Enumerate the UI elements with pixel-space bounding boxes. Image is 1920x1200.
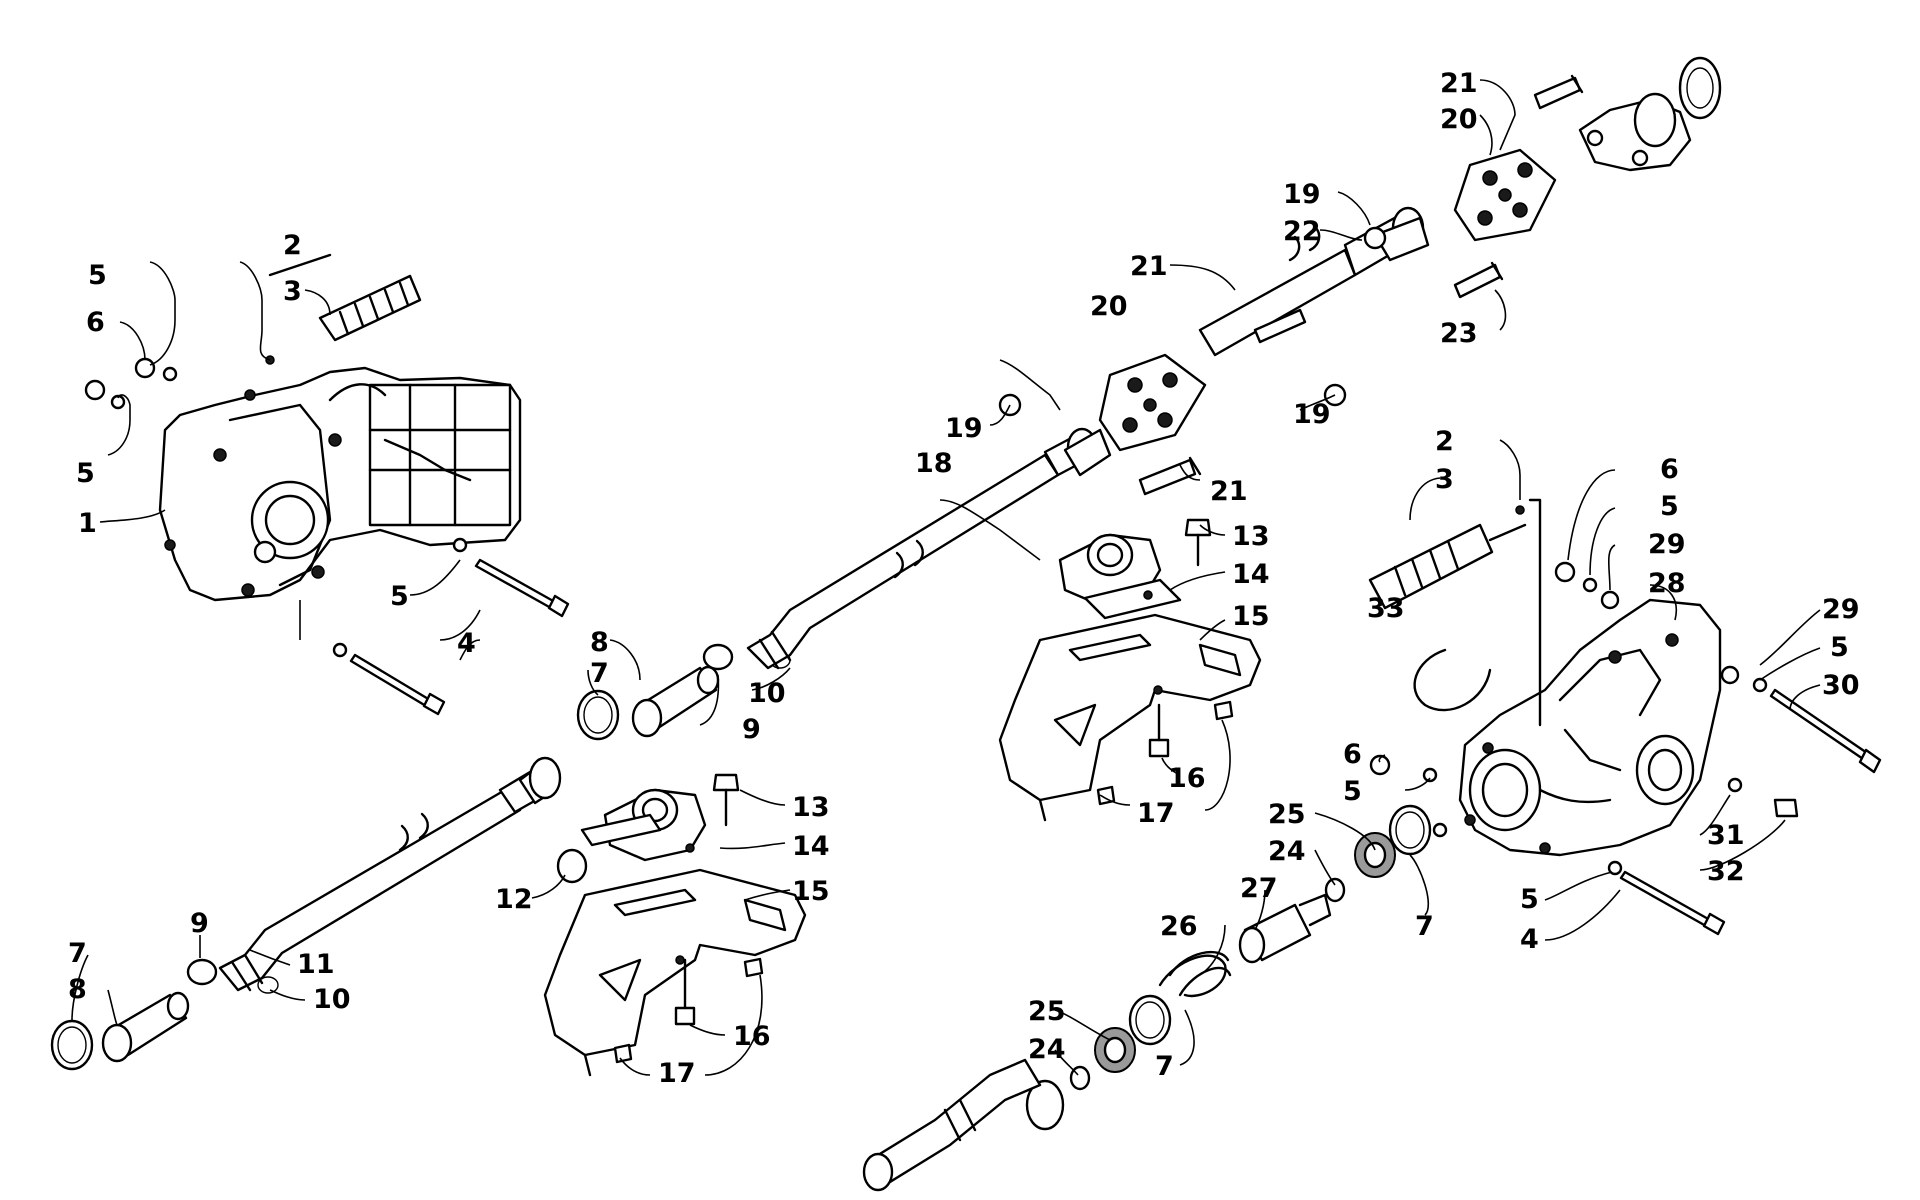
left-fasteners — [84, 357, 570, 716]
callout-4: 4 — [1520, 924, 1539, 955]
callout-30: 30 — [1822, 670, 1860, 701]
callout-22: 22 — [1283, 216, 1321, 247]
callout-2: 2 — [1435, 426, 1454, 457]
lower-bearing-14 — [580, 788, 707, 862]
upper-yoke-housing — [1578, 56, 1722, 172]
callout-5: 5 — [1343, 776, 1362, 807]
callout-16: 16 — [733, 1021, 771, 1052]
callout-16: 16 — [1168, 763, 1206, 794]
callout-10: 10 — [313, 984, 351, 1015]
callout-3: 3 — [1435, 464, 1454, 495]
callout-3: 3 — [283, 276, 302, 307]
upper-flange-20-21-23 — [1453, 74, 1584, 299]
clamp-7-upper — [576, 689, 620, 741]
right-gearcase-housing — [1458, 598, 1722, 857]
callout-18: 18 — [915, 448, 953, 479]
callout-6: 6 — [1660, 454, 1679, 485]
callout-33: 33 — [1367, 593, 1405, 624]
callout-15: 15 — [792, 876, 830, 907]
callout-6: 6 — [86, 307, 105, 338]
callout-21: 21 — [1440, 68, 1478, 99]
left-gearcase-housing — [158, 366, 522, 602]
callout-25: 25 — [1268, 799, 1306, 830]
callout-19: 19 — [1283, 179, 1321, 210]
callout-6: 6 — [1343, 739, 1362, 770]
lower-boot-8-clamp-7 — [50, 991, 190, 1071]
right-retaining-ring-33 — [1413, 648, 1492, 712]
callout-26: 26 — [1160, 911, 1198, 942]
ring-9-upper — [702, 643, 734, 671]
callout-21: 21 — [1130, 251, 1168, 282]
callout-20: 20 — [1440, 104, 1478, 135]
lower-bracket-15 — [543, 868, 807, 1077]
callout-5: 5 — [1660, 491, 1679, 522]
callout-labels: 5 2 3 6 5 1 5 4 8 7 9 10 18 19 20 21 21 … — [68, 68, 1860, 1089]
callout-5: 5 — [76, 458, 95, 489]
callout-1: 1 — [78, 508, 97, 539]
callout-11: 11 — [297, 949, 335, 980]
callout-17: 17 — [1137, 798, 1175, 829]
callout-28: 28 — [1648, 568, 1686, 599]
callout-29: 29 — [1822, 594, 1860, 625]
callout-20: 20 — [1090, 291, 1128, 322]
right-coupling-stack — [862, 804, 1432, 1192]
callout-5: 5 — [1830, 632, 1849, 663]
callout-21: 21 — [1210, 476, 1248, 507]
callout-2: 2 — [283, 230, 302, 261]
callout-5: 5 — [1520, 884, 1539, 915]
callout-13: 13 — [1232, 521, 1270, 552]
callout-5: 5 — [390, 581, 409, 612]
upper-bolt-13 — [1184, 518, 1212, 567]
callout-8: 8 — [68, 974, 87, 1005]
callout-23: 23 — [1440, 318, 1478, 349]
right-boot-assembly — [1368, 498, 1542, 727]
callout-7: 7 — [1155, 1051, 1174, 1082]
callout-8: 8 — [590, 627, 609, 658]
callout-15: 15 — [1232, 601, 1270, 632]
callout-10: 10 — [748, 678, 786, 709]
callout-32: 32 — [1707, 856, 1745, 887]
callout-17: 17 — [658, 1058, 696, 1089]
boot-8-upper — [631, 665, 720, 738]
callout-24: 24 — [1268, 836, 1306, 867]
callout-31: 31 — [1707, 820, 1745, 851]
callout-7: 7 — [68, 938, 87, 969]
right-fasteners — [1369, 561, 1882, 936]
lower-bracket-fasteners — [613, 957, 764, 1064]
callout-9: 9 — [190, 908, 209, 939]
upper-bearing-14 — [1058, 533, 1182, 620]
callout-24: 24 — [1028, 1034, 1066, 1065]
callout-29: 29 — [1648, 529, 1686, 560]
callout-7: 7 — [1415, 911, 1434, 942]
upper-flange-19-20 — [998, 353, 1207, 496]
callout-9: 9 — [742, 714, 761, 745]
callout-7: 7 — [590, 658, 609, 689]
callout-5: 5 — [88, 260, 107, 291]
lower-shaft-11 — [218, 756, 562, 992]
callout-14: 14 — [792, 831, 830, 862]
left-boot-assembly — [265, 253, 422, 365]
callout-12: 12 — [495, 884, 533, 915]
callout-25: 25 — [1028, 996, 1066, 1027]
callout-19: 19 — [945, 413, 983, 444]
upper-bracket-15 — [998, 613, 1262, 822]
callout-4: 4 — [457, 628, 476, 659]
callout-14: 14 — [1232, 559, 1270, 590]
lower-clip-10 — [257, 976, 279, 994]
leader-lines — [71, 79, 1821, 1076]
callout-27: 27 — [1240, 873, 1278, 904]
lower-ring-9 — [186, 958, 218, 986]
callout-13: 13 — [792, 792, 830, 823]
callout-19: 19 — [1293, 399, 1331, 430]
upper-shaft-22 — [1198, 206, 1430, 407]
lower-clip-12 — [556, 848, 588, 884]
lower-bolt-13 — [712, 773, 740, 827]
